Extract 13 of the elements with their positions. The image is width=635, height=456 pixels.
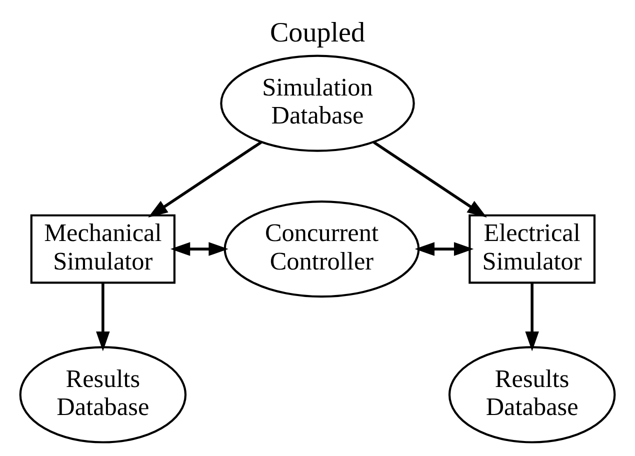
arrow: [96, 282, 110, 352]
diagram-title: Coupled: [270, 18, 365, 49]
node-ellipse: Simulation Database: [220, 54, 415, 152]
arrow: [170, 242, 228, 256]
node-box: Electrical Simulator: [468, 214, 596, 284]
arrow: [414, 242, 474, 256]
node-ellipse: Concurrent Controller: [224, 200, 420, 298]
arrow: [148, 141, 262, 218]
node-ellipse: Results Database: [448, 346, 616, 444]
arrow: [525, 282, 539, 352]
arrow: [373, 141, 487, 218]
node-ellipse: Results Database: [19, 346, 187, 444]
node-box: Mechanical Simulator: [30, 214, 176, 284]
